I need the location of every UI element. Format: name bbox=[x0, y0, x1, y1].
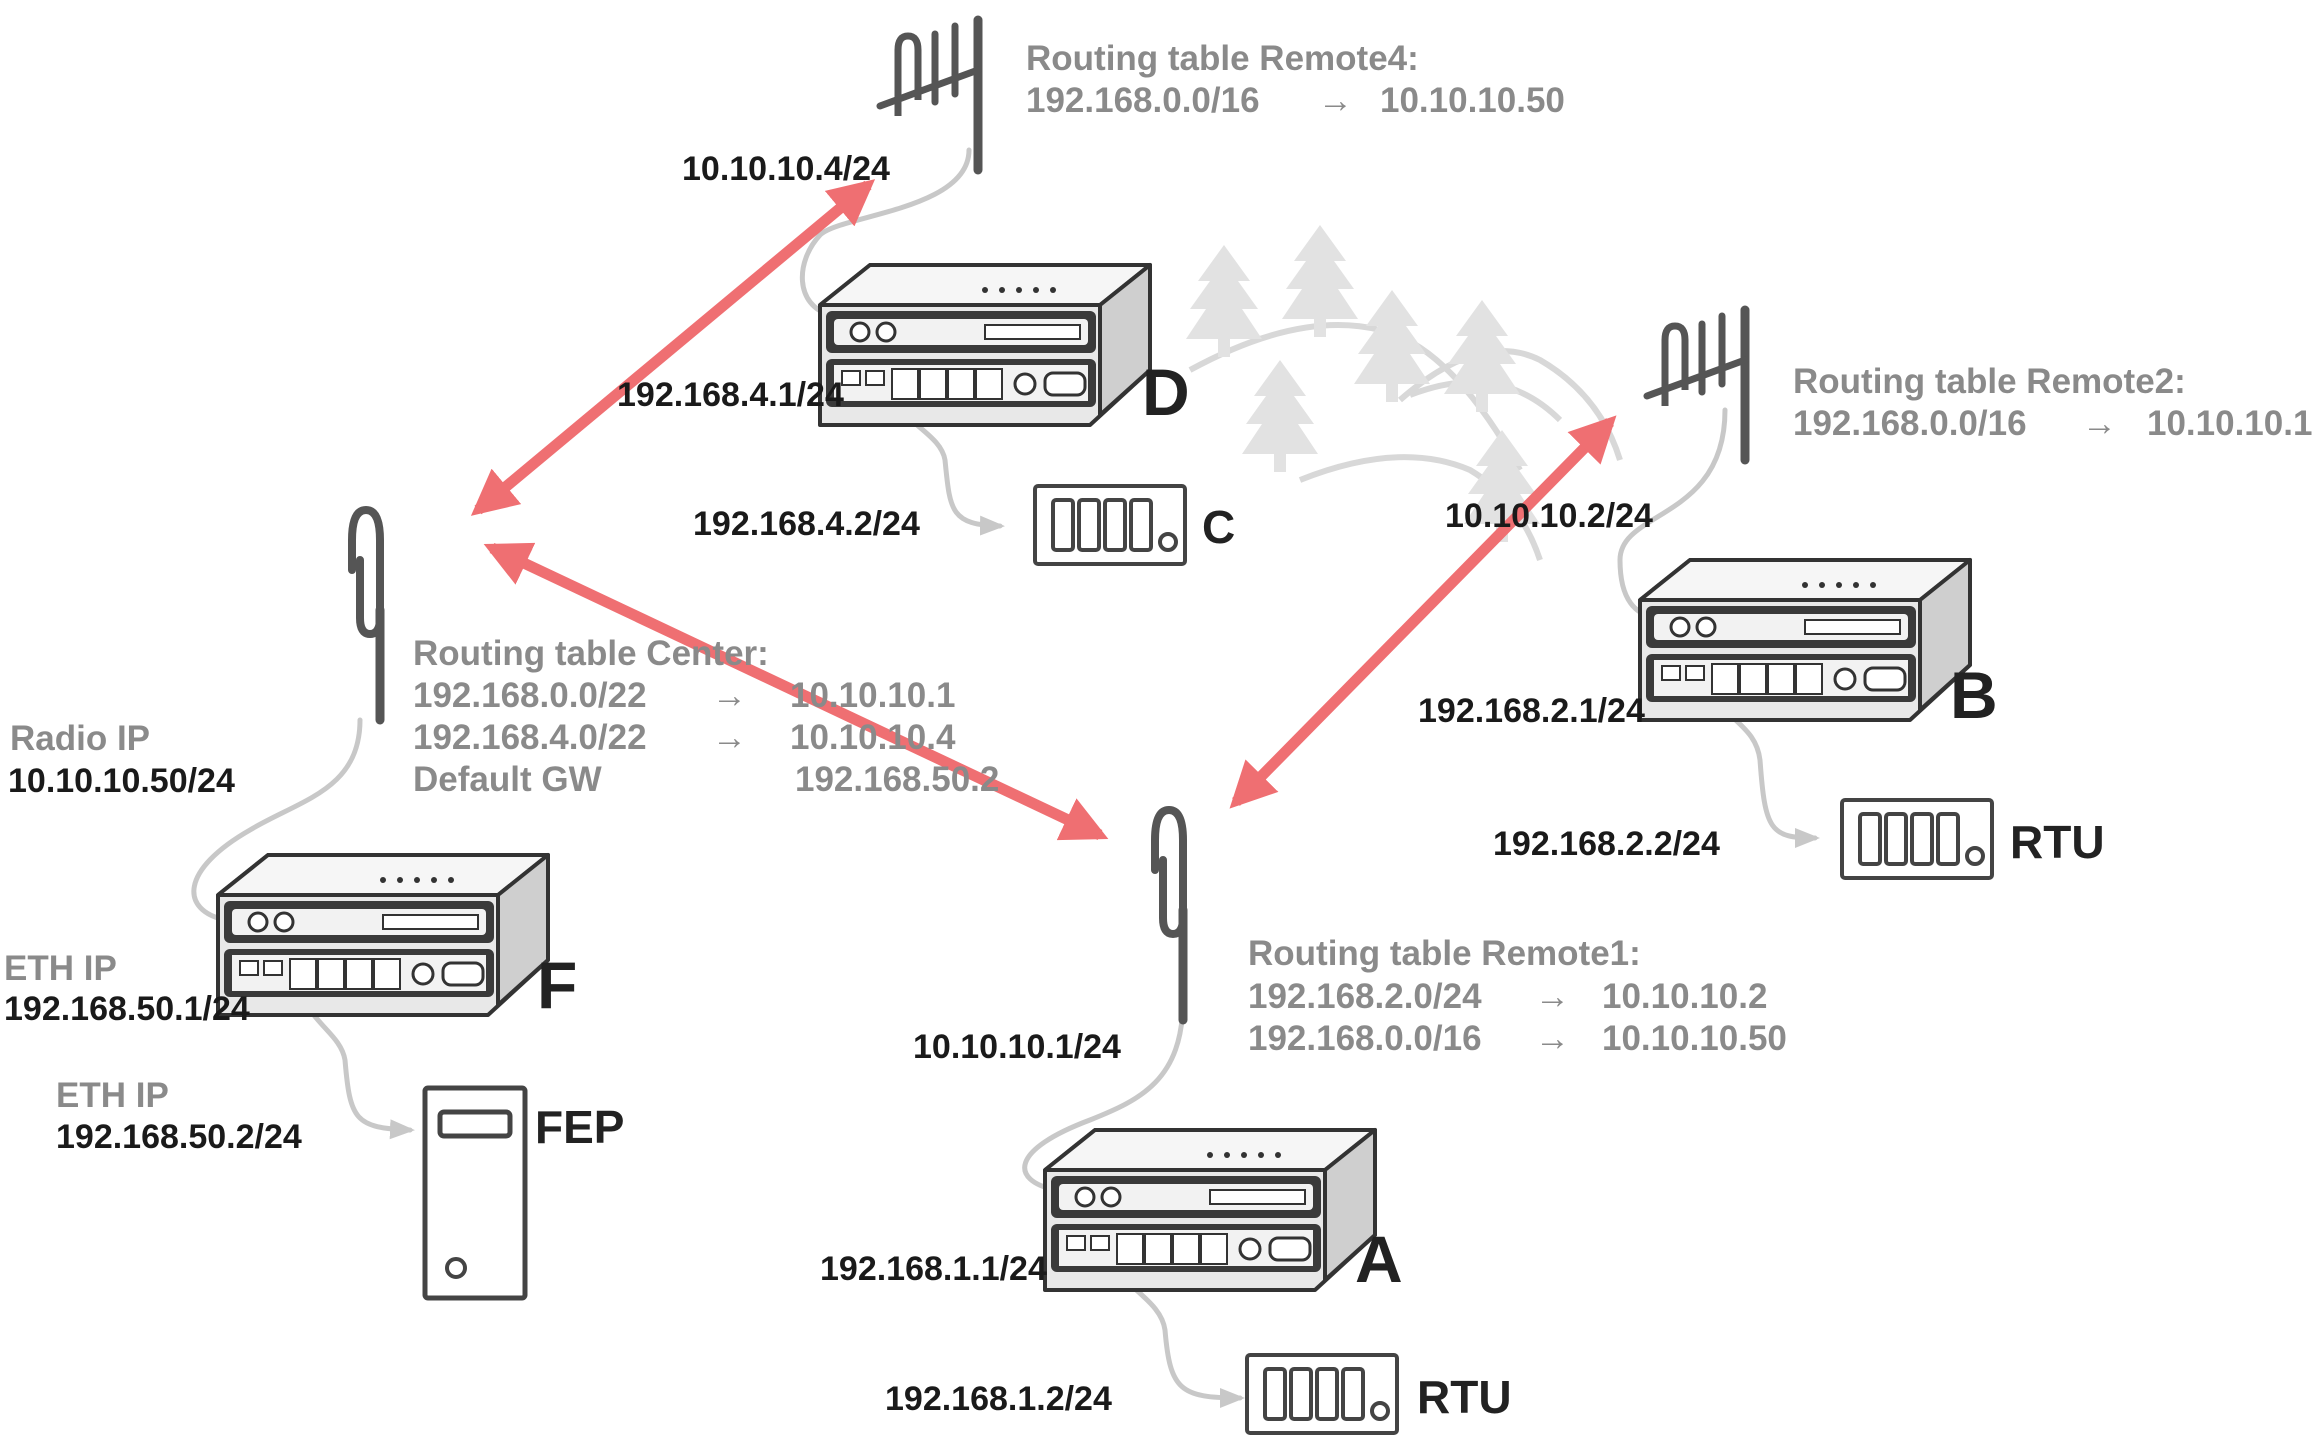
link-center-remote1 bbox=[483, 542, 1109, 841]
center-route-3-net: Default GW bbox=[413, 760, 602, 799]
arrow-right-icon: → bbox=[712, 718, 747, 757]
station-f-letter: F bbox=[537, 948, 577, 1022]
center-radio-ip: 10.10.10.50/24 bbox=[8, 762, 235, 800]
station-a-letter: A bbox=[1355, 1222, 1403, 1296]
rtu-a-ip: 192.168.1.2/24 bbox=[885, 1380, 1112, 1418]
fep-label: FEP bbox=[535, 1101, 624, 1153]
remote1-route-1-net: 192.168.2.0/24 bbox=[1248, 977, 1482, 1016]
remote2-route-net: 192.168.0.0/16 bbox=[1793, 404, 2027, 443]
center-route-1-net: 192.168.0.0/22 bbox=[413, 676, 647, 715]
arrow-right-icon: → bbox=[1535, 1019, 1570, 1058]
arrow-right-icon: → bbox=[1535, 977, 1570, 1016]
arrow-right-icon: → bbox=[712, 676, 747, 715]
remote1-route-2-net: 192.168.0.0/16 bbox=[1248, 1019, 1482, 1058]
link-center-remote4 bbox=[470, 179, 876, 516]
remote1-table-title: Routing table Remote1: bbox=[1248, 934, 1641, 973]
radio-modem-icon bbox=[1043, 1128, 1377, 1292]
station-d-eth-ip: 192.168.4.1/24 bbox=[617, 376, 844, 414]
center-route-2-gw: 10.10.10.4 bbox=[790, 718, 956, 757]
radio-modem-icon bbox=[818, 263, 1152, 427]
whip-antenna-icon bbox=[1155, 810, 1183, 1020]
rtu-a-label: RTU bbox=[1417, 1371, 1512, 1423]
yagi-antenna-icon bbox=[1647, 310, 1745, 460]
arrow-right-icon: → bbox=[1318, 81, 1353, 120]
fep-eth-label: ETH IP bbox=[56, 1076, 169, 1115]
station-a-eth-ip: 192.168.1.1/24 bbox=[820, 1250, 1047, 1288]
center-route-1-gw: 10.10.10.1 bbox=[790, 676, 955, 715]
yagi-antenna-icon bbox=[880, 20, 978, 170]
remote4-table-title: Routing table Remote4: bbox=[1026, 39, 1419, 78]
station-b-letter: B bbox=[1950, 658, 1998, 732]
remote2-route-gw: 10.10.10.1 bbox=[2147, 404, 2312, 443]
remote4-route-gw: 10.10.10.50 bbox=[1380, 81, 1565, 120]
server-tower-icon bbox=[422, 1085, 528, 1301]
remote1-route-2-gw: 10.10.10.50 bbox=[1602, 1019, 1787, 1058]
arrow-right-icon: → bbox=[2082, 404, 2117, 443]
station-d-letter: D bbox=[1142, 355, 1190, 429]
center-table-title: Routing table Center: bbox=[413, 634, 769, 673]
rtu-icon bbox=[1033, 484, 1187, 566]
radio-modem-icon bbox=[1638, 558, 1972, 722]
center-radio-label: Radio IP bbox=[10, 719, 150, 758]
remote1-route-1-gw: 10.10.10.2 bbox=[1602, 977, 1767, 1016]
remote4-route-net: 192.168.0.0/16 bbox=[1026, 81, 1260, 120]
remote2-table-title: Routing table Remote2: bbox=[1793, 362, 2186, 401]
rtu-b-label: RTU bbox=[2010, 816, 2105, 868]
center-route-3-gw: 192.168.50.2 bbox=[795, 760, 999, 799]
rtu-b-ip: 192.168.2.2/24 bbox=[1493, 825, 1720, 863]
radio-modem-icon bbox=[216, 853, 550, 1017]
center-eth-ip: 192.168.50.1/24 bbox=[4, 990, 250, 1028]
rtu-icon bbox=[1840, 798, 1994, 880]
whip-antenna-icon bbox=[352, 510, 380, 720]
link-remote1-remote2 bbox=[1229, 415, 1617, 809]
tree-icon bbox=[1186, 225, 1540, 542]
remote2-radio-ip: 10.10.10.2/24 bbox=[1445, 497, 1653, 535]
remote1-radio-ip: 10.10.10.1/24 bbox=[913, 1028, 1121, 1066]
center-route-2-net: 192.168.4.0/22 bbox=[413, 718, 647, 757]
fep-eth-ip: 192.168.50.2/24 bbox=[56, 1118, 302, 1156]
device-c-letter: C bbox=[1202, 501, 1235, 553]
rtu-icon bbox=[1245, 1353, 1399, 1435]
device-c-ip: 192.168.4.2/24 bbox=[693, 505, 920, 543]
station-b-eth-ip: 192.168.2.1/24 bbox=[1418, 692, 1645, 730]
radio-links bbox=[470, 179, 1617, 841]
remote4-radio-ip: 10.10.10.4/24 bbox=[682, 150, 890, 188]
center-eth-label: ETH IP bbox=[4, 949, 117, 988]
